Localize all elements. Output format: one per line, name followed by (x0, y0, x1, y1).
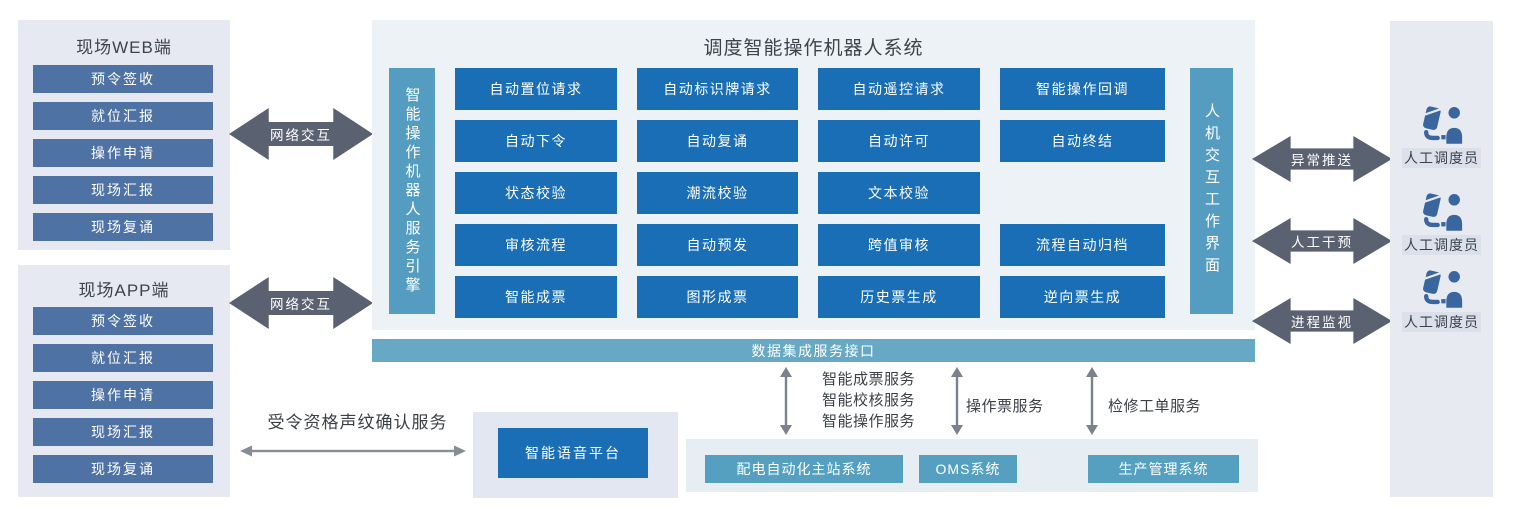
site-app-title: 现场APP端 (78, 281, 170, 300)
site-item: 预令签收 (33, 65, 213, 93)
module-box: 自动终结 (1000, 120, 1165, 162)
manual-intervention-arrow: 人工干预 (1252, 218, 1392, 264)
site-app-items: 预令签收 就位汇报 操作申请 现场汇报 现场复诵 (33, 307, 213, 483)
vertical-double-arrow-icon (951, 367, 963, 435)
data-integration-bar: 数据集成服务接口 (372, 339, 1255, 362)
dispatcher-icon (1421, 193, 1462, 231)
process-monitor-arrow: 进程监视 (1252, 298, 1392, 344)
module-row: 自动下令 自动复诵 自动许可 自动终结 (455, 120, 1165, 162)
dispatcher-icon (1421, 106, 1462, 144)
module-box: 智能成票 (455, 276, 617, 318)
system-box-oms: OMS系统 (919, 455, 1017, 483)
vertical-double-arrow-icon (780, 367, 792, 435)
service-label: 智能成票服务 (822, 371, 916, 388)
module-box: 自动许可 (818, 120, 980, 162)
module-box: 文本校验 (818, 172, 980, 214)
robot-system-panel: 调度智能操作机器人系统 智能操作机器人服务引擎 人机交互工作界面 自动置位请求 … (372, 20, 1255, 330)
module-box: 潮流校验 (637, 172, 798, 214)
voiceprint-service-arrow (240, 444, 466, 458)
dispatchers-panel: 人工调度员 人工调度员 (1390, 21, 1493, 497)
service-label-group2: 操作票服务 (966, 398, 1044, 415)
module-row: 智能成票 图形成票 历史票生成 逆向票生成 (455, 276, 1165, 318)
service-label: 智能校核服务 (822, 392, 916, 409)
voice-platform-panel: 智能语音平台 (473, 412, 678, 498)
module-box: 流程自动归档 (1000, 224, 1165, 266)
module-box: 自动遥控请求 (818, 68, 980, 110)
dispatcher-label: 人工调度员 (1402, 312, 1481, 332)
site-item: 现场汇报 (33, 418, 213, 446)
site-item: 操作申请 (33, 139, 213, 167)
site-item: 预令签收 (33, 307, 213, 335)
service-arrow-3 (1084, 367, 1100, 435)
robot-system-title: 调度智能操作机器人系统 (703, 38, 924, 59)
dispatcher-group: 人工调度员 (1390, 106, 1493, 168)
site-item: 现场复诵 (33, 213, 213, 241)
voiceprint-service-label: 受令资格声纹确认服务 (267, 413, 448, 432)
service-engine-bar: 智能操作机器人服务引擎 (389, 68, 435, 314)
network-arrow-app: 网络交互 (229, 277, 373, 329)
dispatcher-label: 人工调度员 (1402, 148, 1481, 168)
system-box-pms: 生产管理系统 (1088, 455, 1239, 483)
site-item: 就位汇报 (33, 344, 213, 372)
double-arrow-icon (1252, 136, 1392, 182)
site-web-panel: 现场WEB端 预令签收 就位汇报 操作申请 现场汇报 现场复诵 (18, 20, 230, 250)
horizontal-double-arrow-icon (240, 445, 466, 457)
site-item: 就位汇报 (33, 102, 213, 130)
module-box: 审核流程 (455, 224, 617, 266)
site-app-panel: 现场APP端 预令签收 就位汇报 操作申请 现场汇报 现场复诵 (18, 265, 230, 497)
double-arrow-icon (1252, 218, 1392, 264)
module-row: 自动置位请求 自动标识牌请求 自动遥控请求 智能操作回调 (455, 68, 1165, 110)
dispatcher-label: 人工调度员 (1402, 235, 1481, 255)
voice-platform-box: 智能语音平台 (498, 428, 648, 478)
double-arrow-icon (1252, 298, 1392, 344)
site-item: 操作申请 (33, 381, 213, 409)
network-arrow-label: 网络交互 (270, 128, 332, 143)
network-arrow-label: 网络交互 (270, 297, 332, 312)
manual-intervention-label: 人工干预 (1291, 235, 1353, 250)
vertical-double-arrow-icon (1086, 367, 1098, 435)
service-label: 智能操作服务 (822, 413, 916, 430)
module-row: 状态校验 潮流校验 文本校验 (455, 172, 1165, 214)
module-box: 自动置位请求 (455, 68, 617, 110)
dispatcher-group: 人工调度员 (1390, 193, 1493, 255)
service-labels-group1: 智能成票服务 智能校核服务 智能操作服务 (822, 369, 915, 432)
module-box: 状态校验 (455, 172, 617, 214)
site-web-title: 现场WEB端 (76, 38, 172, 57)
site-item: 现场汇报 (33, 176, 213, 204)
system-box-dms: 配电自动化主站系统 (705, 455, 903, 483)
module-box: 智能操作回调 (1000, 68, 1165, 110)
dispatcher-icon (1421, 270, 1462, 308)
module-box: 自动标识牌请求 (637, 68, 798, 110)
alert-push-arrow: 异常推送 (1252, 136, 1392, 182)
module-box: 逆向票生成 (1000, 276, 1165, 318)
process-monitor-label: 进程监视 (1291, 315, 1353, 330)
alert-push-label: 异常推送 (1291, 153, 1353, 168)
module-box: 图形成票 (637, 276, 798, 318)
external-systems-panel: 配电自动化主站系统 OMS系统 生产管理系统 (686, 439, 1258, 492)
double-arrow-icon (229, 108, 373, 160)
module-box: 自动下令 (455, 120, 617, 162)
service-arrow-1 (778, 367, 794, 435)
network-arrow-web: 网络交互 (229, 108, 373, 160)
site-web-items: 预令签收 就位汇报 操作申请 现场汇报 现场复诵 (33, 65, 213, 241)
dispatcher-group: 人工调度员 (1390, 270, 1493, 332)
hmi-workbench-bar: 人机交互工作界面 (1190, 68, 1233, 314)
module-grid: 自动置位请求 自动标识牌请求 自动遥控请求 智能操作回调 自动下令 自动复诵 自… (455, 68, 1165, 328)
service-label-group3: 检修工单服务 (1108, 398, 1202, 415)
service-arrow-2 (949, 367, 965, 435)
module-box: 自动预发 (637, 224, 798, 266)
module-box: 历史票生成 (818, 276, 980, 318)
module-box: 自动复诵 (637, 120, 798, 162)
empty-cell (1000, 172, 1165, 214)
double-arrow-icon (229, 277, 373, 329)
module-box: 跨值审核 (818, 224, 980, 266)
site-item: 现场复诵 (33, 455, 213, 483)
module-row: 审核流程 自动预发 跨值审核 流程自动归档 (455, 224, 1165, 266)
